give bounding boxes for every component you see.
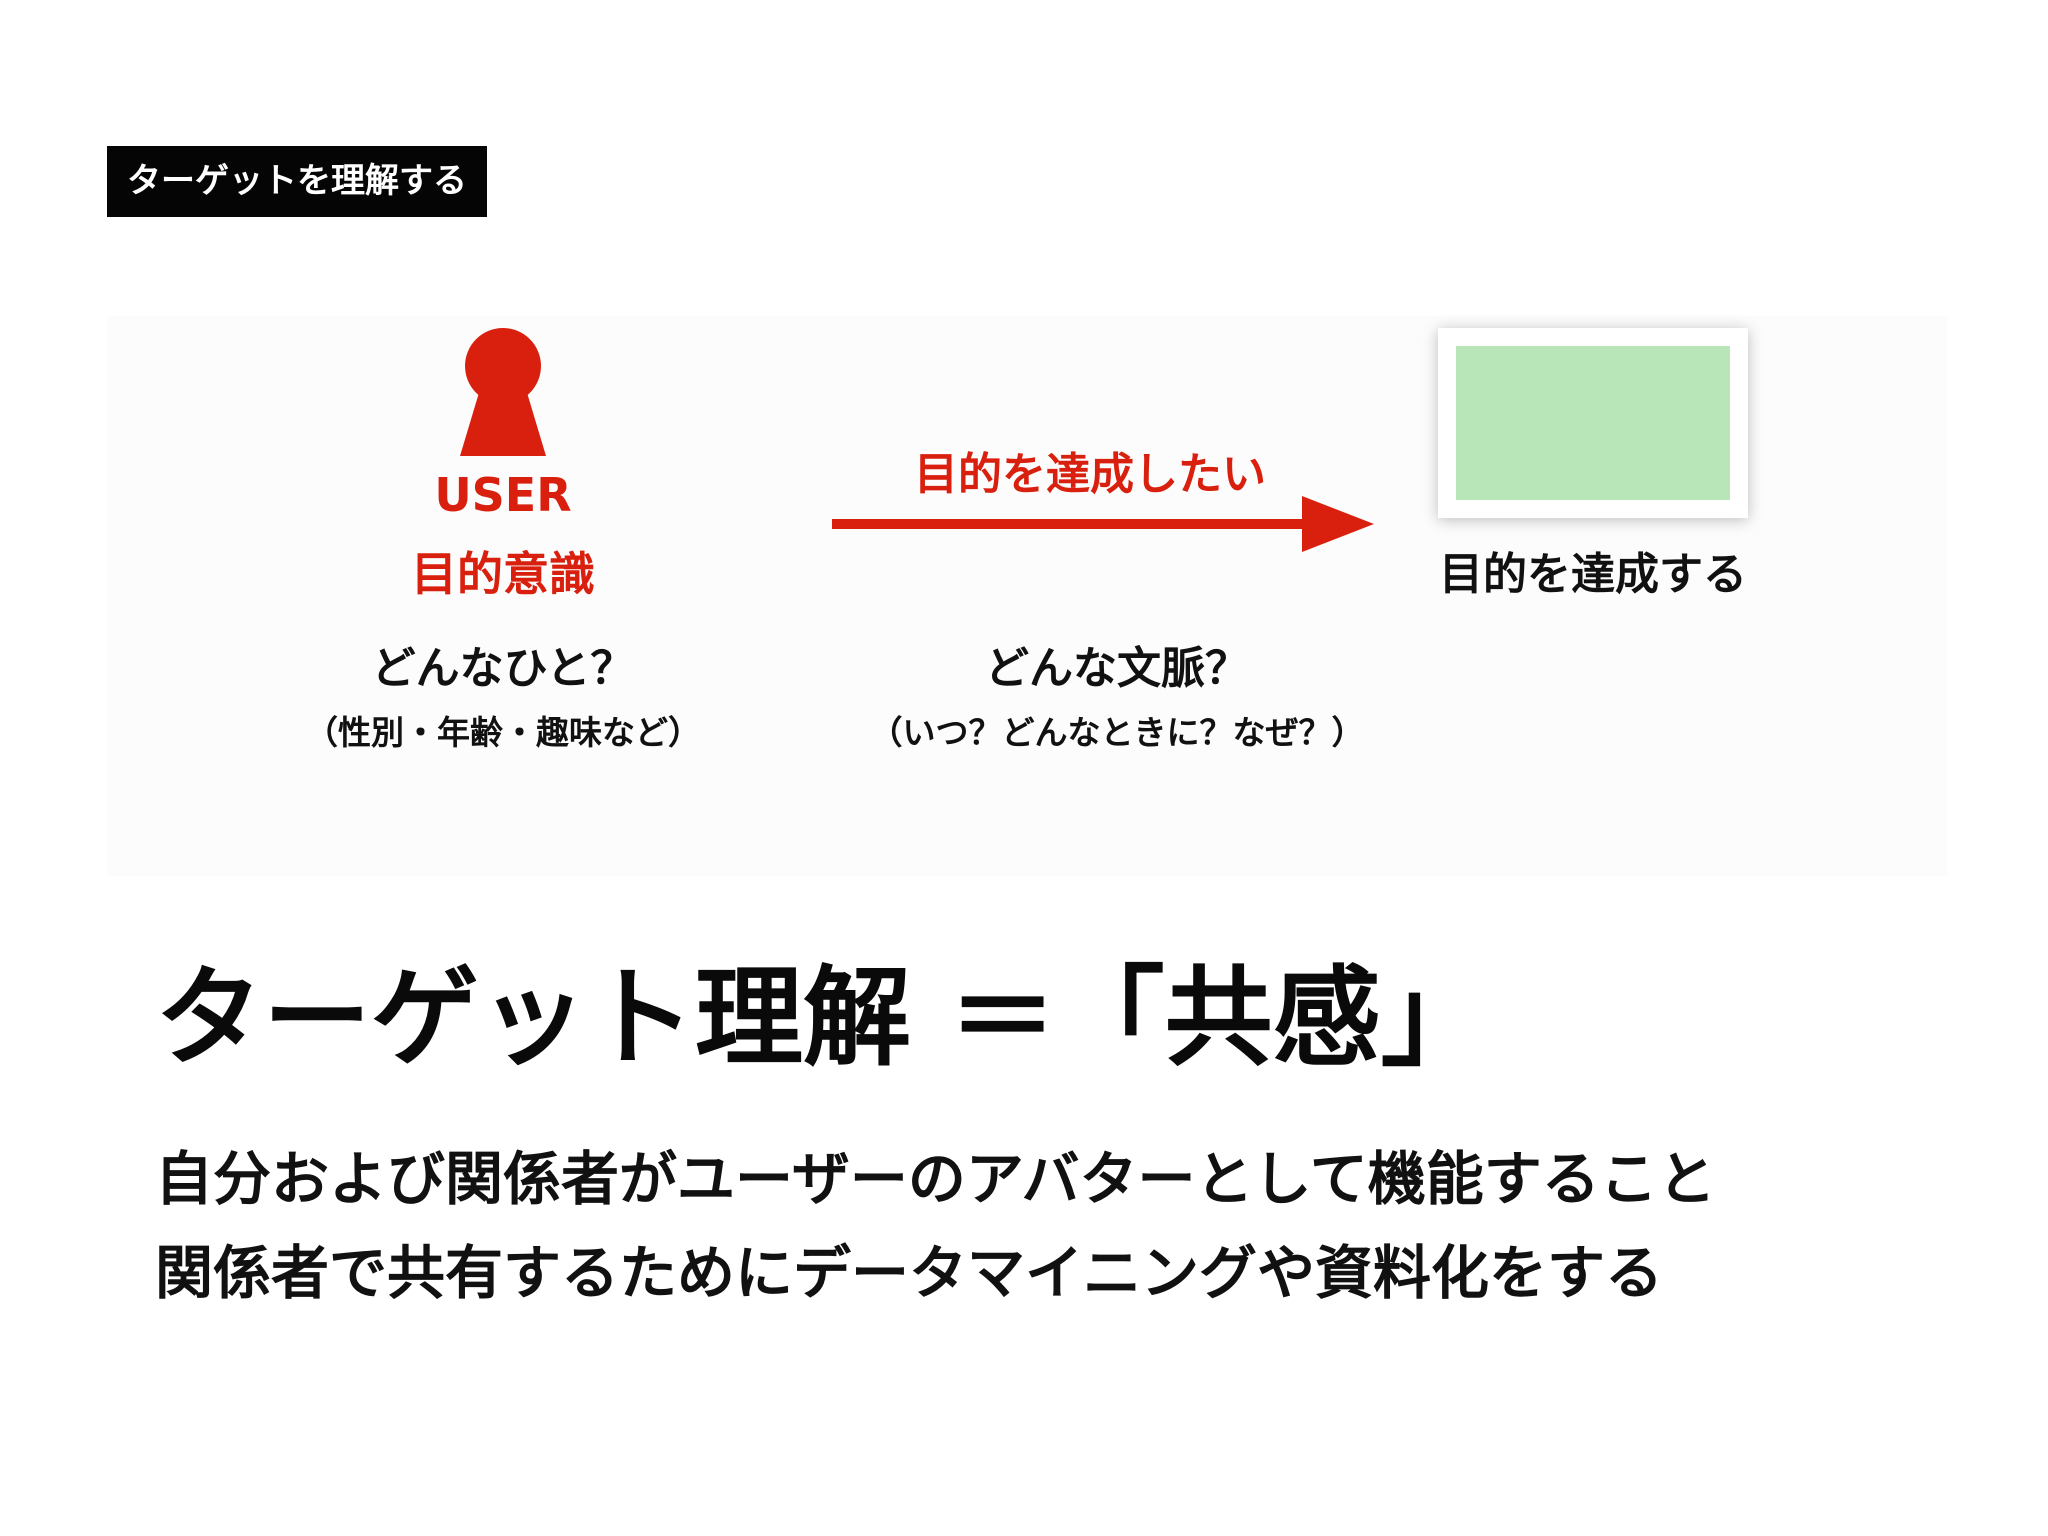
user-title: USER [434,468,572,522]
context-question: どんな文脈？ [985,643,1249,694]
goal-image-fill [1456,346,1730,500]
who-detail: （性別・年齢・趣味など） [305,713,701,752]
body-line-1: 自分および関係者がユーザーのアバターとして機能すること [155,1145,1716,1213]
section-tag: ターゲットを理解する [107,146,487,217]
user-subtitle: 目的意識 [411,547,595,601]
user-icon [460,328,546,456]
who-question: どんなひと？ [371,643,635,694]
headline: ターゲット理解 ＝「共感」 [155,956,1489,1081]
goal-label: 目的を達成する [1439,549,1747,600]
goal-image [1438,328,1748,518]
context-detail: （いつ？どんなときに？なぜ？） [869,713,1365,752]
arrow-label: 目的を達成したい [914,449,1266,500]
body-line-2: 関係者で共有するためにデータマイニングや資料化をする [155,1239,1664,1307]
arrow-right-icon [832,496,1374,552]
